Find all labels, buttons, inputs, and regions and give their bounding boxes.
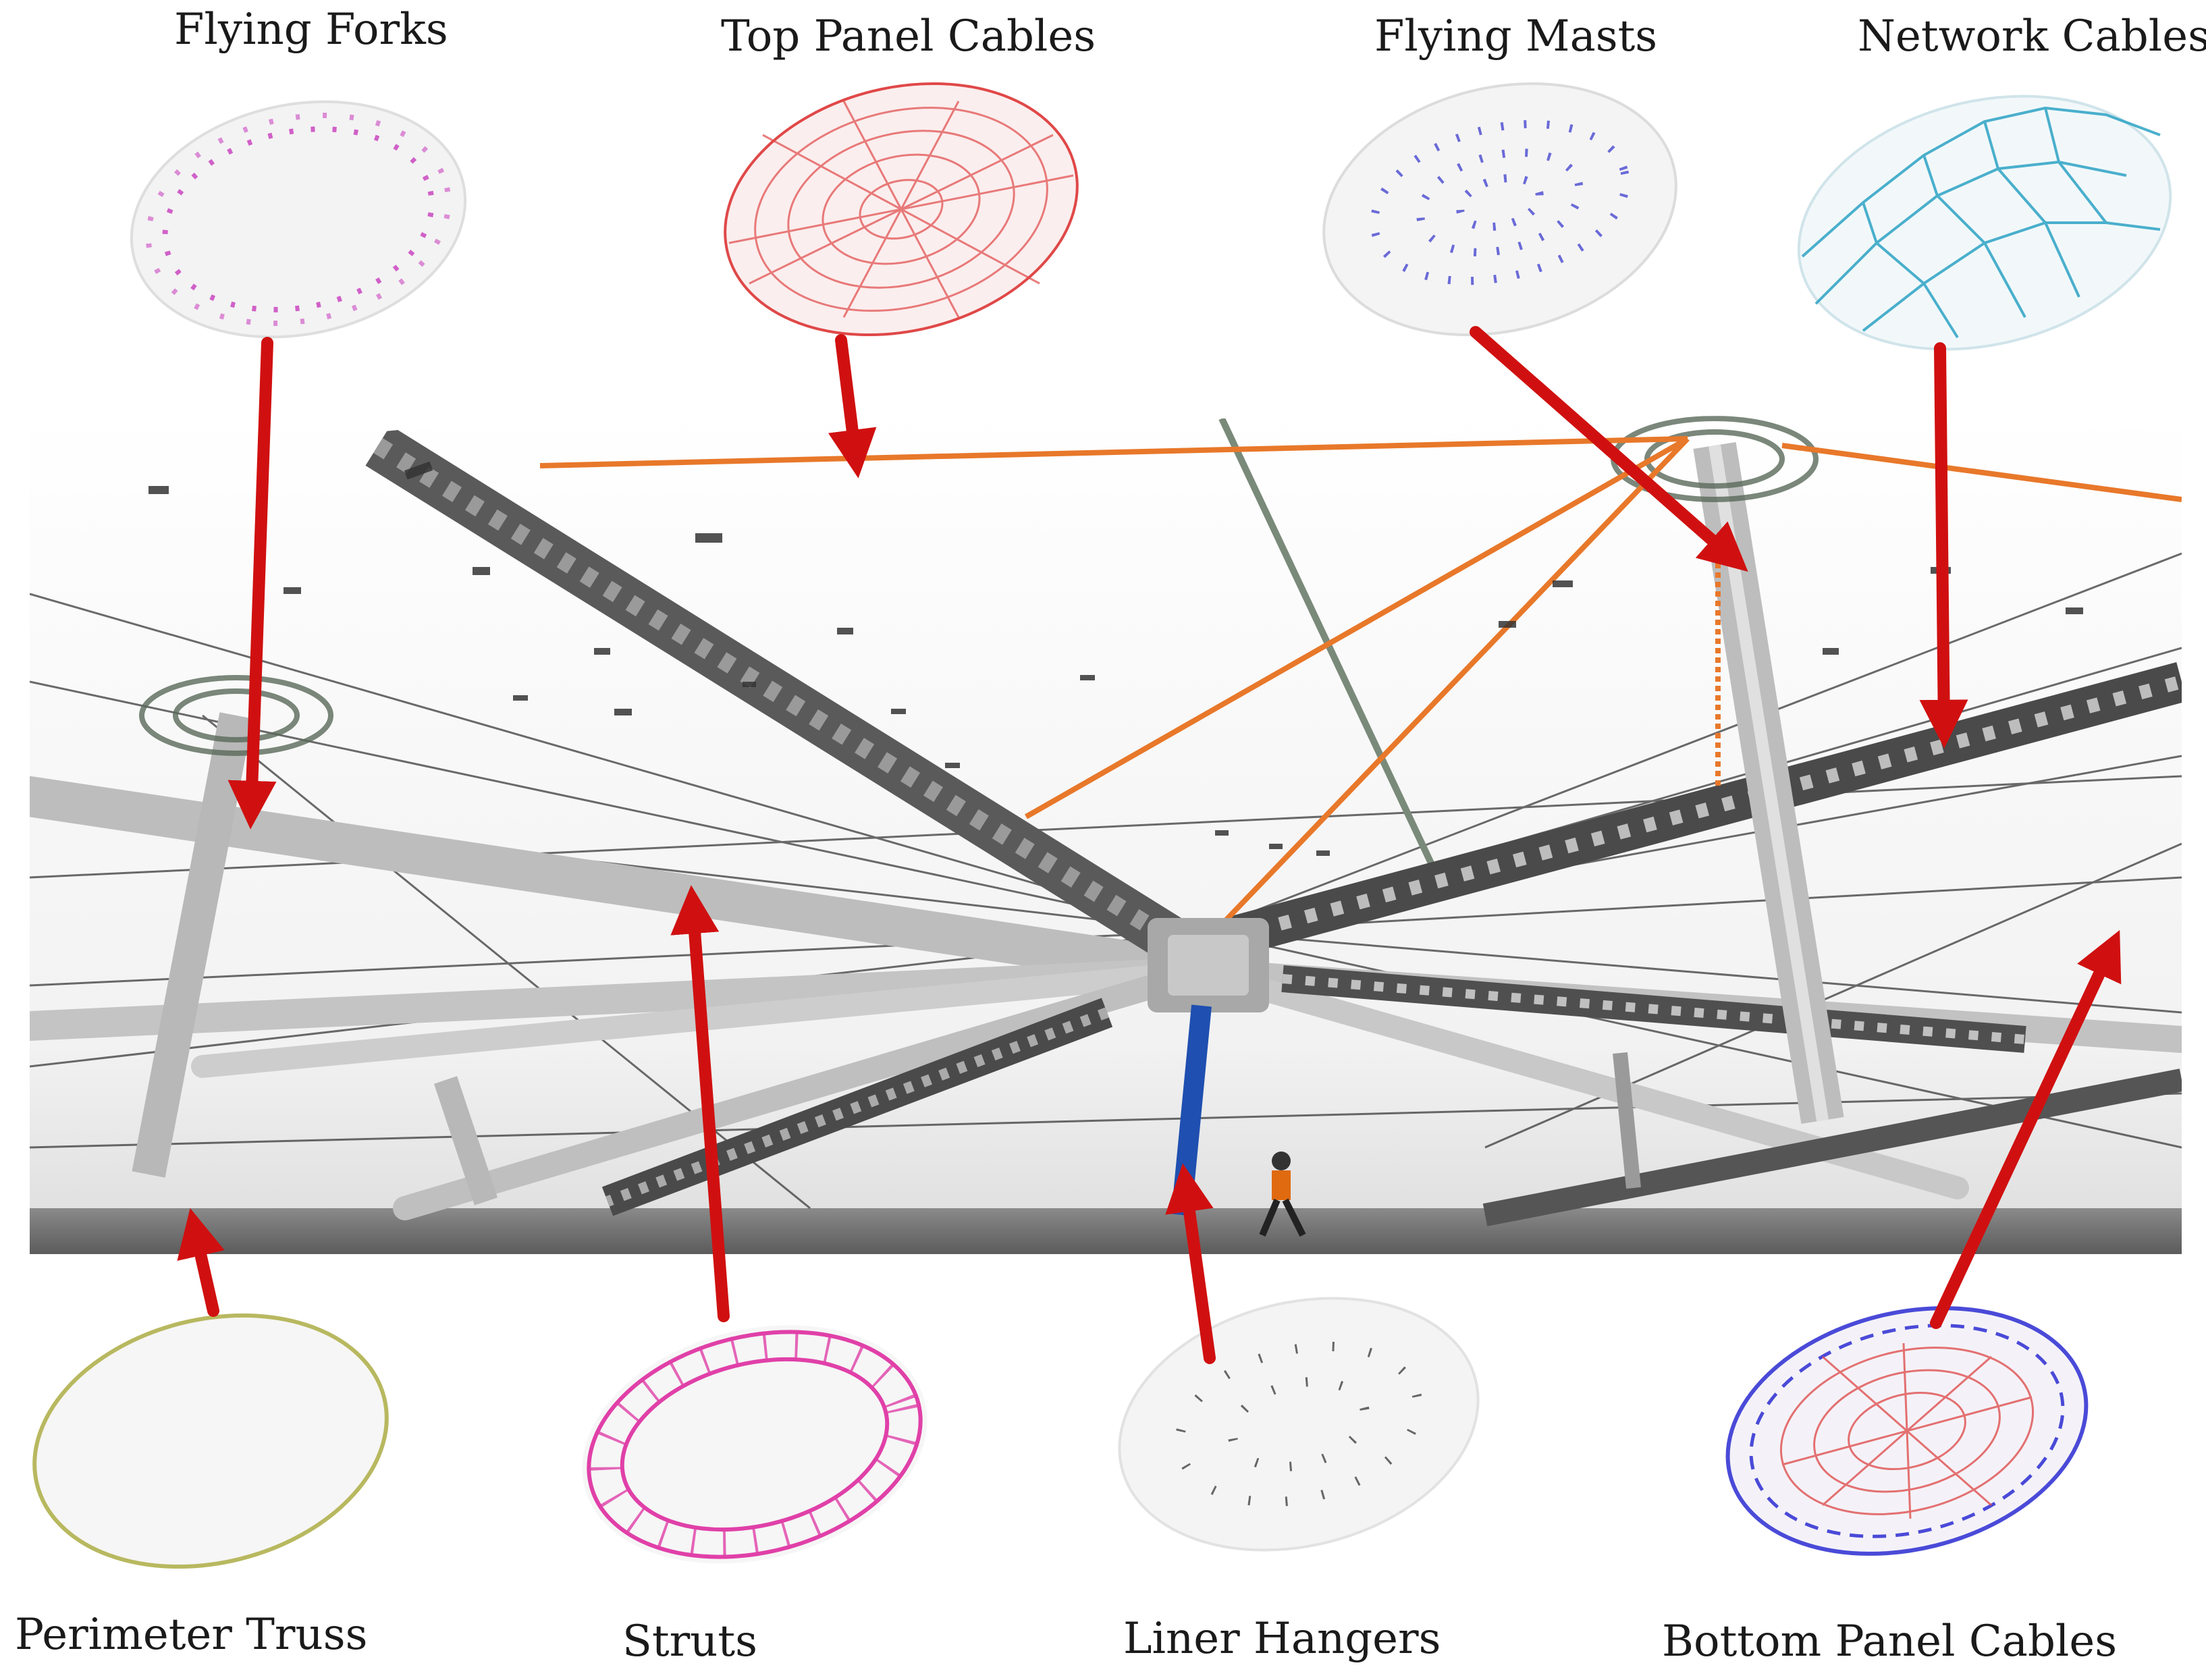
arrow-struts	[670, 885, 730, 1322]
central-hub	[1148, 918, 1269, 1012]
photo-floor	[30, 1208, 2182, 1254]
dark-trusses	[365, 425, 2182, 1226]
thumb-liner-hangers	[1118, 1297, 1480, 1552]
label-perimeter-truss: Perimeter Truss	[15, 1610, 368, 1660]
label-flying-masts: Flying Masts	[1374, 11, 1658, 61]
thumb-bottom-panel-cables	[1725, 1306, 2089, 1556]
arrow-bottom-panel-cables	[1930, 929, 2122, 1329]
structure-photo	[30, 415, 2182, 1254]
arrow-flying-masts	[1470, 326, 1748, 572]
thumb-top-panel-cables	[724, 82, 1079, 337]
label-top-panel-cables: Top Panel Cables	[721, 11, 1096, 61]
label-flying-forks: Flying Forks	[174, 5, 448, 55]
pointer-arrows	[177, 326, 2122, 1364]
arrow-network-cables	[1919, 342, 1968, 749]
label-network-cables: Network Cables	[1858, 11, 2206, 61]
thumb-flying-masts	[1322, 82, 1677, 337]
arrow-top-panel-cables	[828, 334, 877, 479]
orange-cables	[539, 436, 2182, 933]
thumb-perimeter-truss	[32, 1313, 389, 1569]
thumb-struts	[582, 1325, 927, 1564]
arrow-liner-hangers	[1165, 1163, 1216, 1364]
label-bottom-panel-cables: Bottom Panel Cables	[1662, 1617, 2118, 1667]
diagonal-grey-cable	[1218, 416, 1441, 879]
worker-figure	[1259, 1151, 1306, 1237]
label-struts: Struts	[622, 1617, 757, 1667]
arrow-perimeter-truss	[177, 1208, 225, 1317]
thumb-flying-forks	[130, 100, 467, 339]
thumb-network-cables	[1797, 94, 2172, 351]
label-liner-hangers: Liner Hangers	[1123, 1614, 1441, 1664]
arrow-flying-forks	[227, 337, 277, 830]
